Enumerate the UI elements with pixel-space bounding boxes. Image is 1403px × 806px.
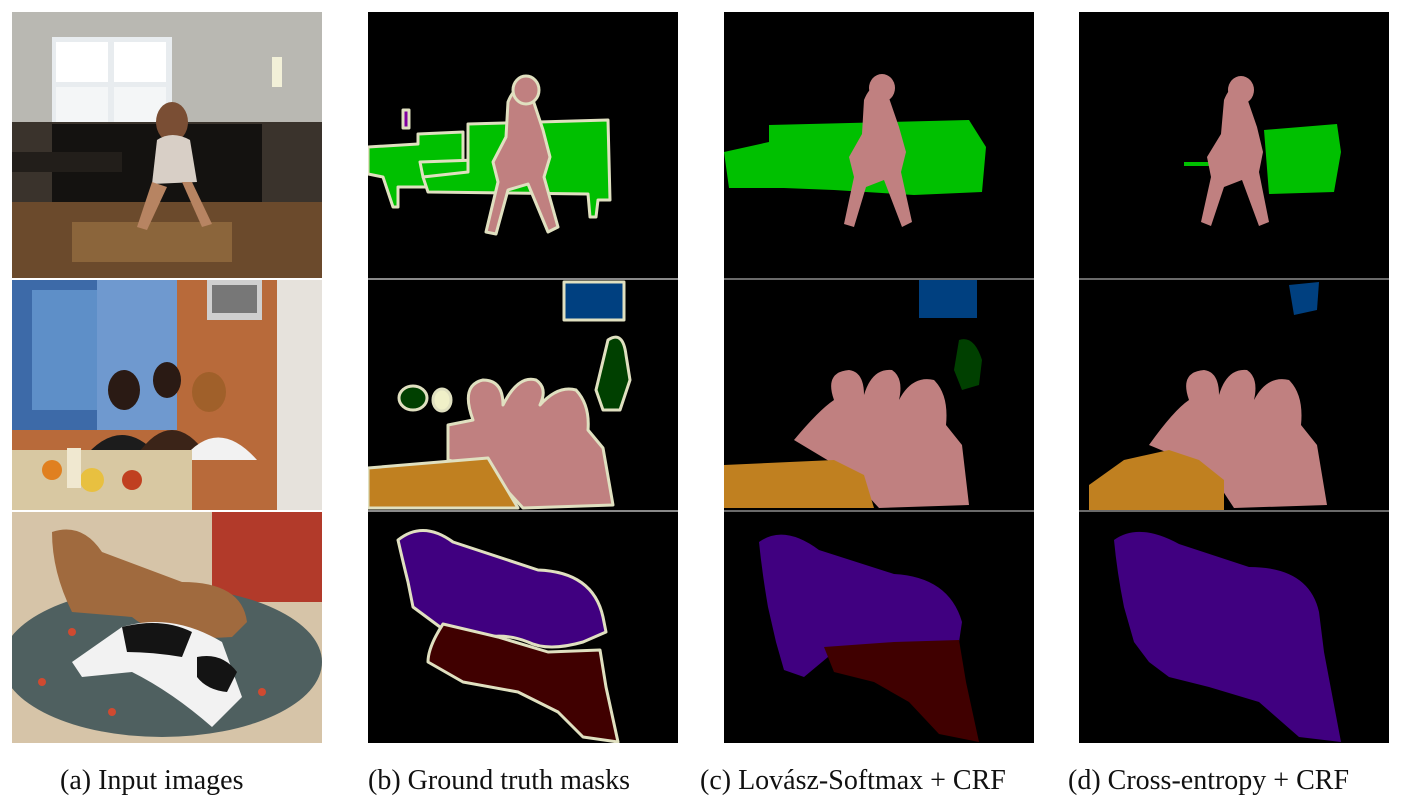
lovasz-softmax-column bbox=[724, 12, 1034, 743]
lovasz-mask-living-room bbox=[724, 74, 986, 228]
ce-mask-living-room bbox=[1184, 76, 1341, 227]
caption-cross-entropy: (d) Cross-entropy + CRF bbox=[1068, 765, 1350, 796]
cross-entropy-column bbox=[1079, 12, 1389, 743]
gt-mask-dinner bbox=[368, 280, 632, 510]
caption-ground-truth: (b) Ground truth masks bbox=[368, 765, 631, 796]
lovasz-mask-dinner bbox=[724, 280, 982, 508]
gt-mask-living-room bbox=[368, 74, 612, 236]
caption-lovasz-softmax: (c) Lovász-Softmax + CRF bbox=[700, 765, 1006, 796]
lovasz-mask-dog-cat bbox=[759, 534, 979, 742]
input-images-column bbox=[12, 12, 322, 743]
ce-mask-dog-cat bbox=[1114, 531, 1341, 742]
input-image-dog-cat bbox=[12, 512, 322, 743]
ground-truth-column bbox=[368, 12, 678, 743]
input-image-dinner bbox=[12, 280, 322, 510]
caption-input-images: (a) Input images bbox=[60, 765, 244, 796]
input-image-living-room bbox=[12, 12, 322, 278]
gt-mask-dog-cat bbox=[396, 529, 620, 743]
ce-mask-dinner bbox=[1089, 282, 1327, 510]
